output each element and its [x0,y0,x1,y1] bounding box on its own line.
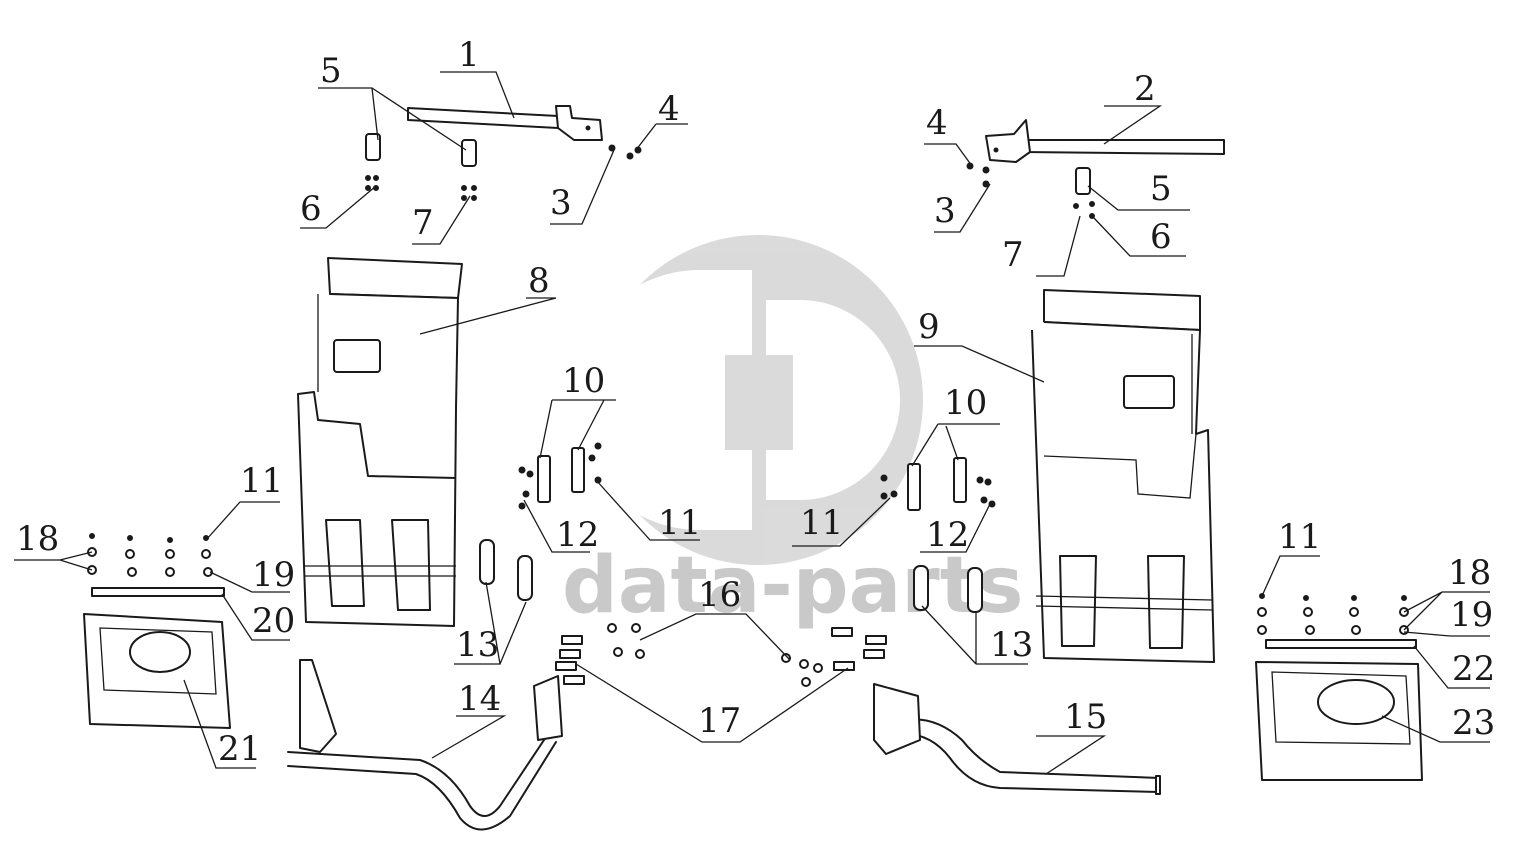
callout-10-left: 10 [562,361,605,401]
callout-17: 17 [698,701,741,741]
callout-11-center-right: 11 [800,503,843,543]
callout-11-right: 11 [1278,517,1321,557]
callout-1: 1 [458,35,480,75]
part-2-mounting-bar-right [985,119,1225,163]
callout-18-right: 18 [1448,553,1491,593]
callout-20: 20 [252,601,295,641]
callout-8: 8 [528,261,550,301]
leader-lines [14,71,1490,775]
watermark-text: data-parts [562,541,1023,631]
part-1-mounting-bar-left [407,105,603,141]
callout-13-left: 13 [456,625,499,665]
callout-12-right: 12 [926,515,969,555]
callout-19-right: 19 [1450,595,1493,635]
hardware-flap-left [87,533,213,577]
part-20-flap-strip-left [91,587,225,597]
callout-15: 15 [1064,697,1107,737]
part-22-flap-strip-right [1265,639,1417,649]
part-21-mud-flap-left [83,613,231,729]
part-8-mudguard-left [297,257,463,627]
callout-16: 16 [698,575,741,615]
data-parts-logo [570,235,923,565]
callout-23: 23 [1452,703,1495,743]
hardware-clips-left [365,133,642,201]
bolts-center [555,623,887,687]
callout-9: 9 [918,307,940,347]
callout-10-right: 10 [944,383,987,423]
callout-3-left: 3 [550,183,572,223]
callout-18-left: 18 [16,519,59,559]
callout-19-left: 19 [252,555,295,595]
callout-7-right: 7 [1002,235,1024,275]
part-9-mudguard-right [1031,289,1215,663]
hardware-flap-right [1257,593,1409,635]
part-23-mud-flap-right [1255,661,1423,781]
hardware-clips-right [966,162,1095,219]
callout-4-left: 4 [658,89,680,129]
callout-13-right: 13 [990,625,1033,665]
callout-14: 14 [458,679,501,719]
callout-22: 22 [1452,649,1495,689]
callout-5-left: 5 [320,51,342,91]
callout-5-right: 5 [1150,169,1172,209]
callout-21: 21 [218,729,261,769]
callout-11-left: 11 [240,461,283,501]
callout-2: 2 [1134,69,1156,109]
callout-7-left: 7 [412,203,434,243]
callout-12-left: 12 [556,515,599,555]
callout-6-left: 6 [300,189,322,229]
part-15-support-tube-right [873,683,1161,795]
callout-11-center-left: 11 [658,503,701,543]
part-14-support-tube-left [287,659,563,831]
callout-3-right: 3 [934,191,956,231]
brackets-center [479,442,996,613]
callout-6-right: 6 [1150,217,1172,257]
callout-4-right: 4 [926,103,948,143]
callout-labels: 1 2 3 3 4 4 5 5 6 6 7 7 8 9 10 10 11 11 … [16,35,1495,769]
